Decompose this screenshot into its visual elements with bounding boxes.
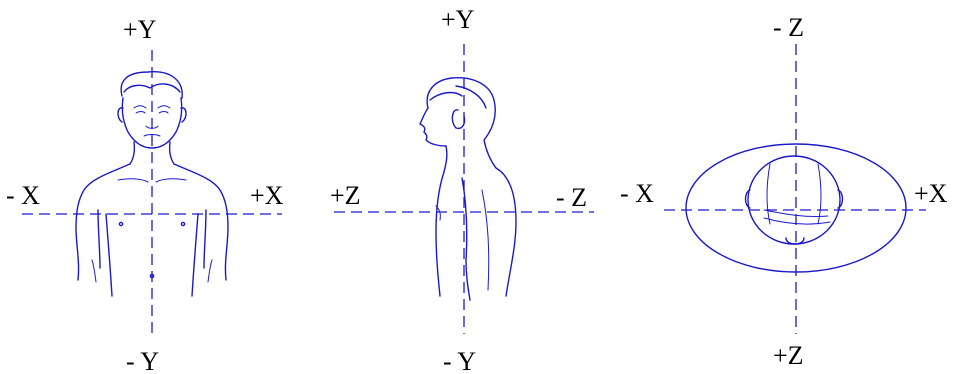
side-y-neg-label: - Y <box>443 347 476 374</box>
front-x-pos-label: +X <box>250 181 284 210</box>
side-z-neg-label: - Z <box>556 183 587 212</box>
front-y-neg-label: - Y <box>126 347 159 374</box>
front-view: +Y - Y - X +X <box>6 15 284 374</box>
front-x-neg-label: - X <box>6 181 40 210</box>
top-z-neg-label: - Z <box>773 13 804 42</box>
top-x-pos-label: +X <box>914 179 948 208</box>
front-body-figure <box>75 71 229 297</box>
front-y-pos-label: +Y <box>123 15 157 44</box>
top-view: - Z +Z - X +X <box>620 13 948 370</box>
side-body-figure <box>419 77 517 301</box>
side-y-pos-label: +Y <box>441 5 475 34</box>
side-z-pos-label: +Z <box>330 181 361 210</box>
side-view: +Y - Y +Z - Z <box>330 5 594 374</box>
top-x-neg-label: - X <box>620 179 654 208</box>
top-z-pos-label: +Z <box>773 341 804 370</box>
